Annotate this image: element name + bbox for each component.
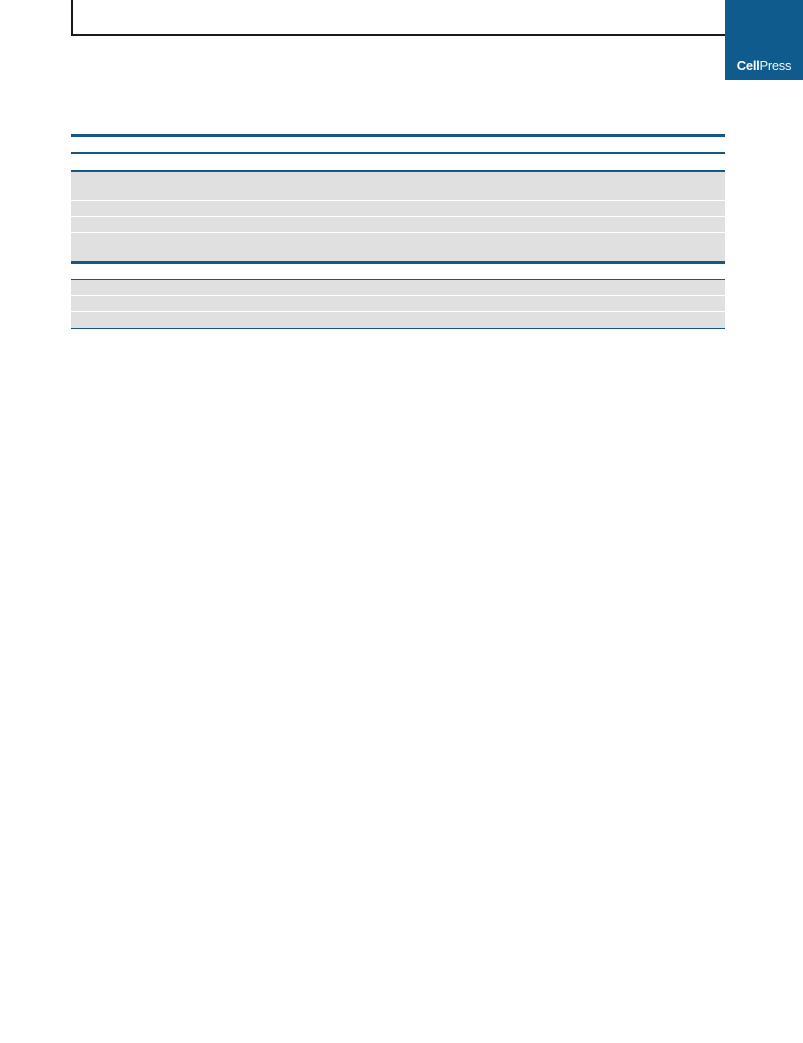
table-top-rule [71,134,725,137]
logo-press-text: Press [759,58,792,73]
table-row [71,201,725,217]
table-subheader-rule [71,170,725,172]
running-header-box [71,0,727,36]
table-row [71,217,725,233]
logo-cell-text: Cell [736,58,760,73]
table-bottom-rule [71,328,725,329]
table-subheader-row [71,154,725,170]
table-row [71,172,725,201]
table-section-header-rule [71,279,725,280]
table [71,134,725,329]
table-header-row [71,137,725,152]
cellpress-brand-tab: CellPress [725,0,803,80]
table-row [71,296,725,312]
table-section-header-row [71,264,725,279]
table-row [71,312,725,328]
table-section-rule [71,261,725,264]
table-row [71,280,725,296]
table-header-rule [71,152,725,154]
cellpress-logo: CellPress [725,58,803,73]
table-row [71,233,725,261]
